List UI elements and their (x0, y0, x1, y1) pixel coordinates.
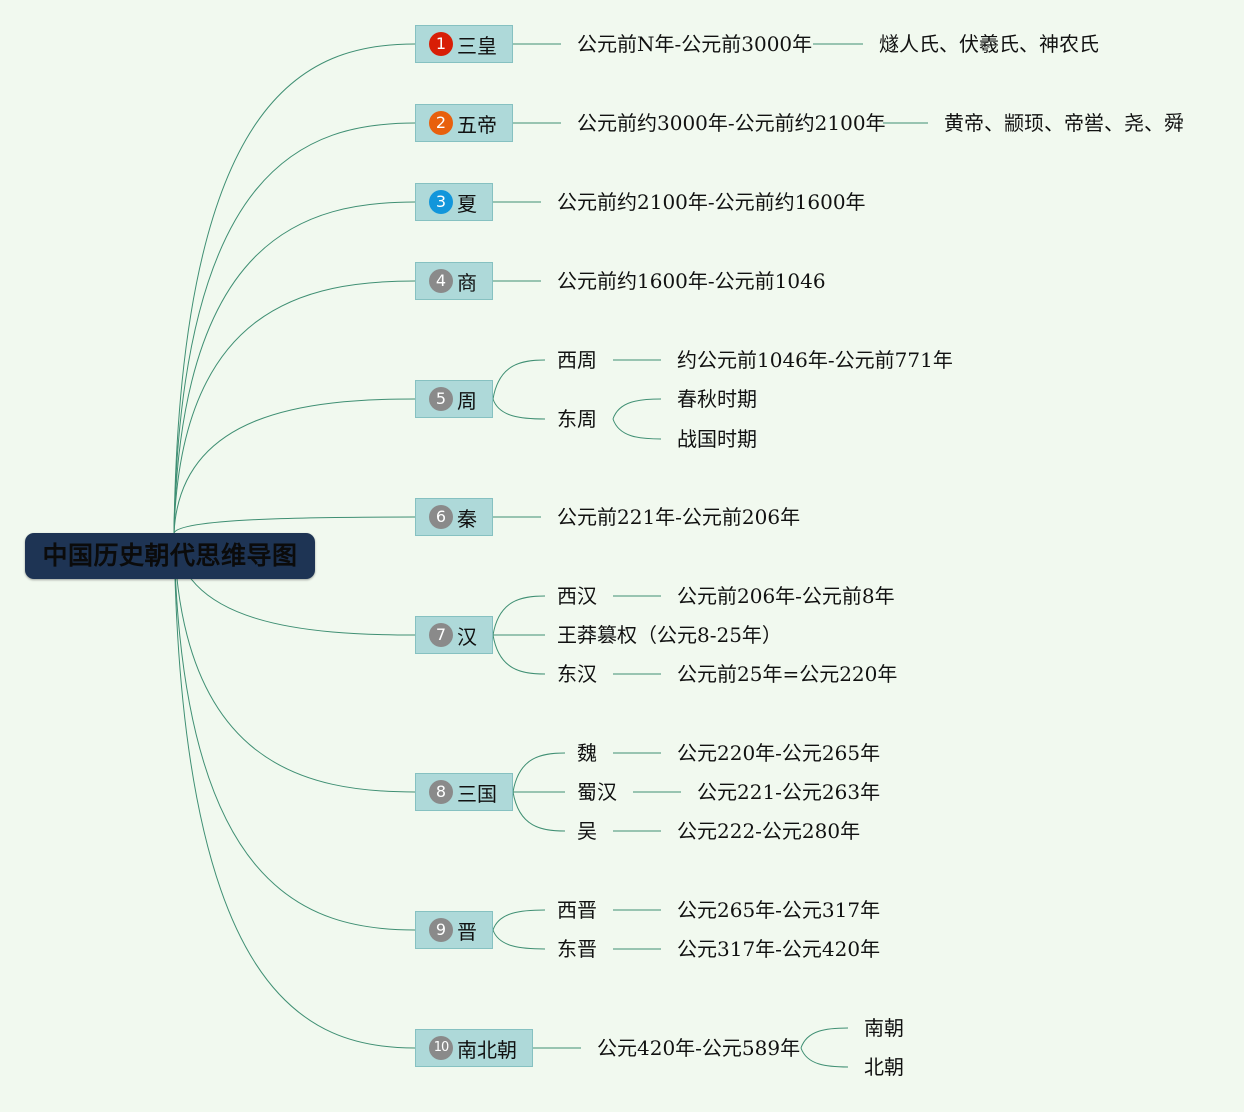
sub-dynasty-text[interactable]: 吴 (577, 819, 597, 843)
number-badge-icon: 4 (429, 269, 453, 293)
sub-dynasty-text[interactable]: 西周 (557, 348, 597, 372)
dynasty-name: 晋 (457, 919, 477, 944)
sub-dynasty-text[interactable]: 王莽篡权（公元8-25年） (557, 623, 782, 647)
number-badge-icon: 3 (429, 190, 453, 214)
dynasty-name: 夏 (457, 191, 477, 216)
number-badge-icon: 6 (429, 505, 453, 529)
dynasty-name: 汉 (457, 624, 477, 649)
detail-text[interactable]: 黄帝、颛顼、帝喾、尧、舜 (944, 111, 1184, 135)
dynasty-name: 三国 (457, 781, 497, 806)
sub-period-text[interactable]: 北朝 (864, 1055, 904, 1079)
detail-text[interactable]: 公元220年-公元265年 (677, 741, 881, 765)
detail-text[interactable]: 公元前N年-公元前3000年 (577, 32, 813, 56)
number-badge-icon: 7 (429, 623, 453, 647)
sub-dynasty-text[interactable]: 西晋 (557, 898, 597, 922)
number-badge-icon: 10 (429, 1036, 453, 1060)
number-badge-icon: 9 (429, 918, 453, 942)
detail-text[interactable]: 公元前25年=公元220年 (677, 662, 898, 686)
sub-dynasty-text[interactable]: 东汉 (557, 662, 597, 686)
dynasty-name: 秦 (457, 506, 477, 531)
sub-period-text[interactable]: 战国时期 (677, 427, 757, 451)
dynasty-name: 周 (457, 388, 477, 413)
number-badge-icon: 2 (429, 111, 453, 135)
detail-text[interactable]: 公元420年-公元589年 (597, 1036, 801, 1060)
detail-text[interactable]: 约公元前1046年-公元前771年 (677, 348, 953, 372)
detail-text[interactable]: 公元265年-公元317年 (677, 898, 881, 922)
detail-text[interactable]: 公元前221年-公元前206年 (557, 505, 801, 529)
root-node-title[interactable]: 中国历史朝代思维导图 (25, 533, 315, 579)
dynasty-name: 南北朝 (457, 1037, 517, 1062)
sub-dynasty-text[interactable]: 魏 (577, 741, 597, 765)
detail-text[interactable]: 公元221-公元263年 (697, 780, 881, 804)
detail-text[interactable]: 公元前约2100年-公元前约1600年 (557, 190, 866, 214)
sub-period-text[interactable]: 南朝 (864, 1016, 904, 1040)
detail-text[interactable]: 公元前206年-公元前8年 (677, 584, 895, 608)
number-badge-icon: 8 (429, 780, 453, 804)
sub-dynasty-text[interactable]: 西汉 (557, 584, 597, 608)
detail-text[interactable]: 燧人氏、伏羲氏、神农氏 (879, 32, 1099, 56)
dynasty-name: 五帝 (457, 112, 497, 137)
detail-text[interactable]: 公元前约3000年-公元前约2100年 (577, 111, 886, 135)
sub-dynasty-text[interactable]: 蜀汉 (577, 780, 617, 804)
detail-text[interactable]: 公元前约1600年-公元前1046 (557, 269, 826, 293)
detail-text[interactable]: 公元317年-公元420年 (677, 937, 881, 961)
dynasty-name: 三皇 (457, 33, 497, 58)
dynasty-name: 商 (457, 270, 477, 295)
number-badge-icon: 1 (429, 32, 453, 56)
detail-text[interactable]: 公元222-公元280年 (677, 819, 861, 843)
number-badge-icon: 5 (429, 387, 453, 411)
sub-period-text[interactable]: 春秋时期 (677, 387, 757, 411)
sub-dynasty-text[interactable]: 东周 (557, 407, 597, 431)
sub-dynasty-text[interactable]: 东晋 (557, 937, 597, 961)
